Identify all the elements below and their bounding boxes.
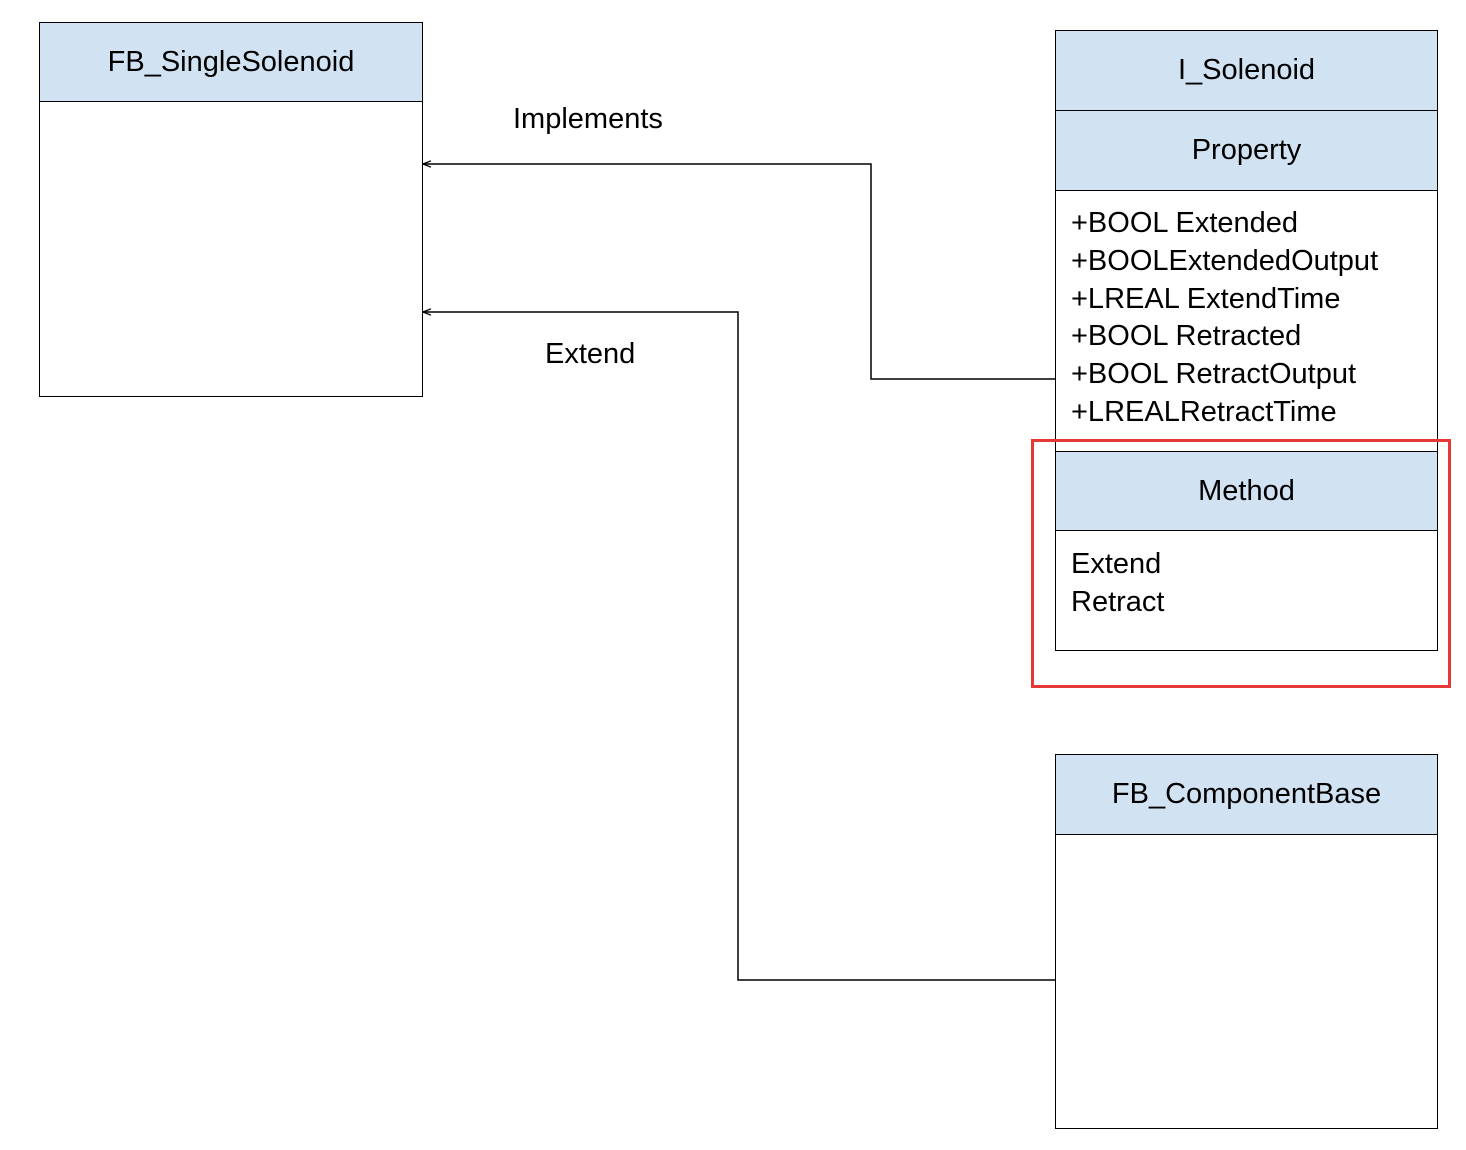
property-item: +BOOL Extended [1071, 207, 1299, 239]
method-item: Retract [1071, 585, 1165, 618]
property-section-header: Property [1056, 111, 1437, 191]
fb-component-base-title: FB_ComponentBase [1056, 755, 1437, 835]
implements-connector [422, 160, 1055, 380]
implements-label: Implements [513, 103, 663, 135]
method-item: Extend [1071, 548, 1162, 580]
fb-component-base-class[interactable]: FB_ComponentBase [1055, 754, 1438, 1129]
property-item: +LREAL ExtendTime [1071, 282, 1341, 315]
i-solenoid-title: I_Solenoid [1056, 31, 1437, 111]
method-list: Extend Retract [1071, 546, 1164, 622]
property-item: +BOOL Retracted [1071, 320, 1302, 353]
fb-single-solenoid-title: FB_SingleSolenoid [40, 23, 422, 102]
property-list: +BOOL Extended +BOOLExtendedOutput +LREA… [1071, 205, 1378, 432]
extend-label: Extend [545, 338, 636, 370]
property-item: +BOOLExtendedOutput [1071, 244, 1379, 277]
property-item: +LREALRetractTime [1071, 395, 1337, 428]
property-item: +BOOL RetractOutput [1071, 358, 1357, 391]
fb-single-solenoid-class[interactable]: FB_SingleSolenoid [39, 22, 423, 397]
method-section-header: Method [1056, 451, 1437, 531]
extend-connector [422, 308, 1055, 981]
i-solenoid-interface[interactable]: I_Solenoid Property +BOOL Extended +BOOL… [1055, 30, 1438, 651]
